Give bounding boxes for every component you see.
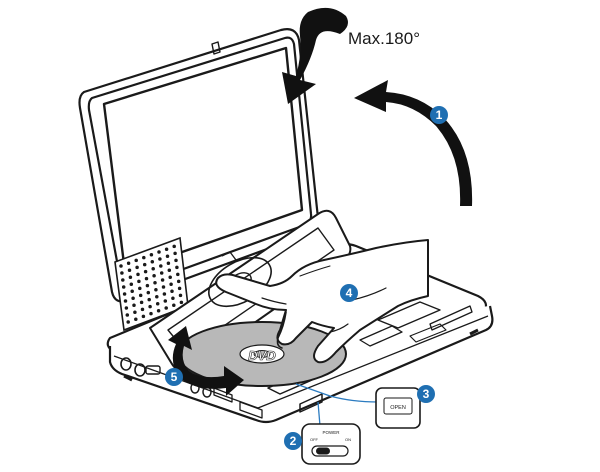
- grille-hole: [170, 289, 174, 293]
- grille-hole: [163, 299, 168, 303]
- grille-hole: [154, 288, 158, 292]
- step-badge-3: 3: [417, 385, 435, 403]
- grille-hole: [132, 303, 136, 307]
- grille-hole: [122, 292, 127, 296]
- grille-hole: [137, 279, 141, 284]
- grille-hole: [147, 297, 151, 302]
- open-button-label: OPEN: [390, 405, 406, 411]
- grille-hole: [140, 307, 145, 312]
- grille-hole: [155, 302, 160, 306]
- grille-hole: [120, 271, 124, 275]
- grille-hole: [167, 268, 172, 272]
- grille-hole: [159, 271, 164, 275]
- svg-text:2: 2: [290, 434, 297, 448]
- grille-hole: [142, 255, 146, 260]
- grille-hole: [152, 274, 156, 278]
- grille-hole: [144, 276, 149, 281]
- grille-hole: [179, 300, 184, 305]
- grille-hole: [159, 264, 163, 268]
- grille-hole: [134, 258, 138, 263]
- grille-hole: [141, 314, 146, 319]
- grille-hole: [150, 260, 155, 264]
- grille-hole: [156, 309, 161, 313]
- grille-hole: [155, 295, 159, 299]
- grille-hole: [138, 293, 143, 298]
- step-badge-5: 5: [165, 368, 183, 386]
- step-badge-1: 1: [430, 106, 448, 124]
- grille-hole: [162, 292, 167, 296]
- disc-logo: DVD: [248, 348, 276, 363]
- grille-hole: [177, 286, 182, 291]
- grille-hole: [146, 290, 151, 295]
- grille-hole: [138, 286, 142, 291]
- grille-hole: [121, 285, 126, 289]
- svg-text:5: 5: [171, 370, 178, 384]
- screen-lid: [78, 28, 320, 303]
- grille-hole: [166, 261, 171, 265]
- speaker-grille-left: [114, 236, 189, 332]
- svg-text:3: 3: [423, 387, 430, 401]
- grille-hole: [124, 306, 129, 310]
- grille-hole: [126, 261, 131, 265]
- grille-hole: [158, 257, 162, 261]
- grille-hole: [169, 282, 173, 286]
- grille-hole: [176, 272, 180, 277]
- grille-hole: [157, 250, 161, 254]
- grille-hole: [172, 244, 176, 249]
- grille-hole: [149, 311, 153, 316]
- grille-hole: [148, 304, 152, 309]
- grille-hole: [178, 293, 183, 298]
- grille-hole: [135, 265, 139, 270]
- lcd-screen: [102, 46, 304, 274]
- grille-hole: [142, 262, 147, 267]
- grille-hole: [121, 278, 125, 282]
- open-lid-arrow: [354, 80, 473, 206]
- grille-hole: [161, 285, 166, 289]
- grille-hole: [165, 254, 170, 258]
- grille-hole: [164, 247, 169, 251]
- grille-hole: [125, 313, 130, 317]
- grille-hole: [174, 258, 178, 263]
- close-tray-arrow: [168, 326, 244, 396]
- power-on-label: ON: [345, 437, 351, 442]
- grille-hole: [131, 296, 135, 300]
- power-switch-callout: POWER OFF ON: [301, 401, 361, 465]
- svg-text:1: 1: [436, 108, 443, 122]
- max-angle-label: Max.180°: [348, 29, 420, 48]
- grille-hole: [129, 282, 134, 286]
- grille-hole: [128, 275, 133, 279]
- grille-hole: [133, 310, 137, 314]
- grille-hole: [134, 317, 138, 321]
- grille-hole: [145, 283, 150, 288]
- grille-hole: [127, 268, 132, 272]
- open-button-callout: OPEN: [295, 383, 421, 429]
- grille-hole: [176, 279, 181, 284]
- grille-hole: [136, 272, 140, 277]
- step-badge-4: 4: [340, 284, 358, 302]
- grille-hole: [123, 299, 128, 303]
- grille-hole: [171, 296, 175, 300]
- power-off-label: OFF: [310, 437, 319, 442]
- grille-hole: [164, 306, 168, 310]
- grille-hole: [119, 264, 123, 268]
- power-switch-label: POWER: [322, 430, 340, 435]
- grille-hole: [130, 289, 134, 293]
- svg-text:4: 4: [346, 286, 353, 300]
- grille-hole: [160, 278, 165, 282]
- lid-rotation-arrow: [282, 7, 348, 104]
- grille-hole: [173, 251, 177, 256]
- grille-hole: [175, 265, 179, 270]
- grille-hole: [126, 320, 130, 324]
- grille-hole: [168, 275, 172, 279]
- hand: [215, 239, 429, 364]
- grille-hole: [149, 253, 154, 257]
- grille-hole: [151, 267, 155, 271]
- grille-hole: [139, 300, 144, 305]
- grille-hole: [153, 281, 157, 285]
- step-badge-2: 2: [284, 432, 302, 450]
- grille-hole: [143, 269, 148, 274]
- grille-hole: [172, 303, 176, 307]
